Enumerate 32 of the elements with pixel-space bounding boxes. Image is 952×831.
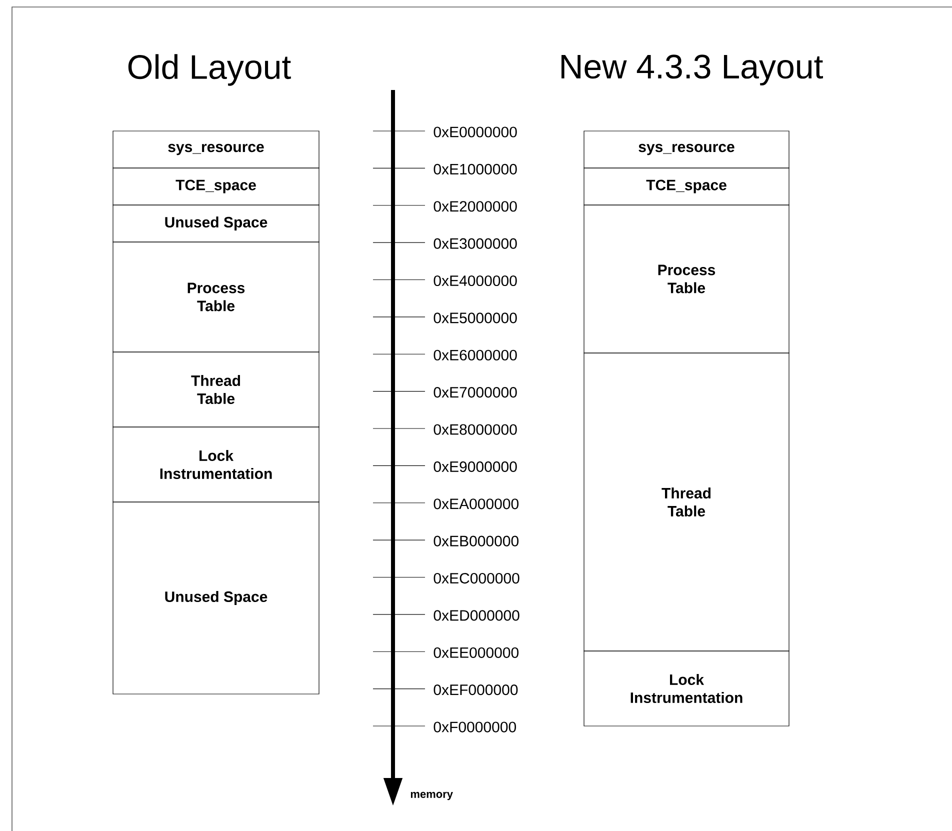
address-label: 0xE4000000 — [434, 275, 517, 286]
address-label: 0xE7000000 — [434, 387, 517, 398]
address-label: 0xE3000000 — [434, 238, 517, 249]
address-label: 0xE5000000 — [434, 312, 517, 324]
axis-label: memory — [410, 792, 453, 800]
address-label: 0xEC000000 — [434, 572, 520, 584]
memory-region-box: Thread Table — [584, 352, 790, 652]
memory-region-box: Unused Space — [112, 502, 320, 694]
column-title: Old Layout — [128, 54, 291, 86]
memory-region-box: Lock Instrumentation — [584, 650, 790, 726]
memory-region-box: Process Table — [584, 204, 790, 354]
address-label: 0xEB000000 — [434, 536, 518, 546]
address-label: 0xE0000000 — [434, 126, 517, 138]
memory-region-box: Process Table — [112, 242, 320, 352]
address-label: 0xE6000000 — [434, 350, 517, 360]
memory-region-box: Lock Instrumentation — [112, 426, 320, 502]
address-label: 0xED000000 — [434, 610, 520, 621]
column-title: New 4.3.3 Layout — [562, 54, 823, 86]
address-label: 0xEA000000 — [434, 498, 518, 510]
address-label: 0xE2000000 — [434, 201, 517, 212]
address-label: 0xEF000000 — [434, 684, 518, 696]
address-label: 0xE8000000 — [434, 424, 517, 435]
address-label: 0xEE000000 — [434, 647, 518, 658]
memory-region-box: Thread Table — [112, 352, 320, 428]
memory-region-box: sys_resource — [112, 130, 320, 168]
memory-region-box: Unused Space — [112, 204, 320, 242]
address-label: 0xE1000000 — [434, 164, 517, 174]
memory-region-box: sys_resource — [584, 130, 790, 168]
address-label: 0xF0000000 — [434, 722, 516, 732]
address-label: 0xE9000000 — [434, 461, 517, 472]
memory-region-box: TCE_space — [112, 168, 320, 206]
memory-region-box: TCE_space — [584, 168, 790, 206]
